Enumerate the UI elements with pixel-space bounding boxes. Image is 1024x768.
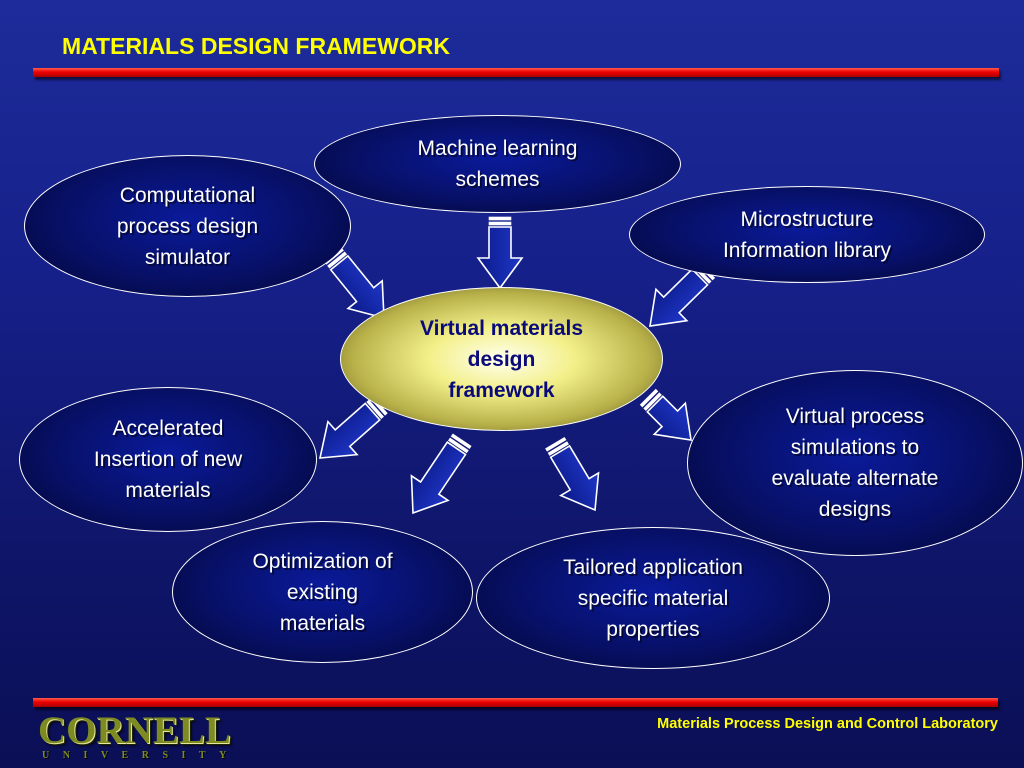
cornell-wordmark: CORNELL [38,709,231,752]
microstructure-library-node: Microstructure Information library [629,186,985,283]
arrow-machine-learning-to-center [476,216,524,290]
virtual-process-label: Virtual process simulations to evaluate … [771,405,939,521]
cornell-university-subtext: UNIVERSITY [42,750,240,761]
virtual-framework-center-node: Virtual materials design framework [340,287,663,431]
computational-simulator-node: Computational process design simulator [24,155,351,297]
computational-simulator-label: Computational process design simulator [116,183,259,269]
top-divider [33,68,999,77]
tailored-properties-node: Tailored application specific material p… [476,527,830,669]
optimization-label: Optimization of existing materials [252,549,393,635]
lab-name: Materials Process Design and Control Lab… [657,716,998,732]
optimization-node: Optimization of existing materials [172,521,473,663]
bottom-divider [33,698,998,707]
accelerated-insertion-label: Accelerated Insertion of new materials [93,417,243,502]
arrow-center-to-accelerated [318,396,388,459]
accelerated-insertion-node: Accelerated Insertion of new materials [19,387,317,532]
arrow-center-to-tailored [545,436,600,512]
cornell-logo: CORNELL UNIVERSITY [38,708,243,768]
arrow-center-to-virtual-process [639,388,692,441]
slide-title: MATERIALS DESIGN FRAMEWORK [62,33,451,59]
machine-learning-node: Machine learning schemes [314,115,681,213]
tailored-properties-label: Tailored application specific material p… [563,555,743,641]
machine-learning-label: Machine learning schemes [417,137,578,191]
virtual-process-node: Virtual process simulations to evaluate … [687,370,1023,556]
virtual-framework-label: Virtual materials design framework [419,316,584,402]
microstructure-library-label: Microstructure Information library [722,207,892,262]
arrow-center-to-optimization [410,433,472,515]
